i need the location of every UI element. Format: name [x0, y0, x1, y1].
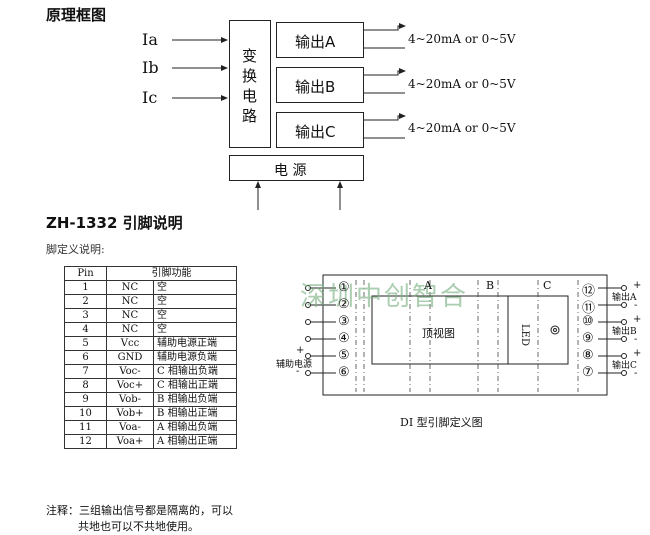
- right-pin-8: ⑧: [582, 348, 594, 363]
- out-a-minus: -: [634, 300, 638, 311]
- zone-label-b: B: [486, 279, 495, 292]
- left-terminal-2: [305, 302, 311, 308]
- output-wire-c: [363, 113, 406, 121]
- converter-box: 变 换 电 路: [229, 20, 271, 148]
- input-label-ia: Ia: [142, 30, 158, 49]
- out-b-plus: +: [633, 314, 642, 325]
- right-pin-11: ⑪: [582, 301, 596, 316]
- out-a-label: 输出A: [612, 293, 637, 303]
- aux-plus: +: [296, 345, 305, 356]
- note-line-1: 注释：三组输出信号都是隔离的，可以: [46, 504, 233, 517]
- pin-function: A 相输出正端: [153, 434, 237, 449]
- out-b-label: 输出B: [612, 327, 637, 337]
- output-wire-b: [363, 68, 406, 76]
- output-box-b: 输出B: [276, 67, 364, 103]
- output-signal-a: 4~20mA or 0~5V: [408, 32, 516, 46]
- converter-char-2: 换: [242, 67, 258, 85]
- out-c-plus: +: [633, 348, 642, 359]
- left-pin-4: ④: [338, 331, 350, 346]
- converter-char-3: 电: [242, 87, 258, 105]
- converter-char-1: 变: [242, 47, 258, 65]
- left-terminal-3: [305, 319, 311, 325]
- right-pin-9: ⑨: [582, 331, 594, 346]
- pin-section-subtitle: 脚定义说明:: [46, 243, 105, 256]
- output-label-b: 输出B: [295, 78, 336, 96]
- pin-section-title: ZH-1332 引脚说明: [46, 214, 183, 232]
- pin-table-header: Pin 引脚功能: [64, 266, 237, 281]
- right-pin-10: ⑩: [582, 314, 594, 329]
- input-label-ib: Ib: [142, 58, 159, 77]
- left-pin-5: ⑤: [338, 348, 350, 363]
- module-outline: [322, 274, 608, 396]
- left-pin-3: ③: [338, 314, 350, 329]
- aux-minus: -: [296, 366, 300, 377]
- left-pin-6: ⑥: [338, 365, 350, 380]
- pinout-caption: DI 型引脚定义图: [400, 416, 483, 429]
- aux-power-label: 辅助电源: [276, 360, 313, 370]
- right-terminal-8: [621, 353, 627, 359]
- left-terminal-1: [305, 285, 311, 291]
- pin-name: Voa+: [106, 434, 154, 449]
- led-label: LED: [519, 324, 530, 346]
- note-line-2: 共地也可以不共地使用。: [78, 520, 199, 533]
- output-box-c: 输出C: [276, 112, 364, 148]
- right-terminal-9: [621, 336, 627, 342]
- zone-label-c: C: [543, 279, 552, 292]
- right-terminal-10: [621, 319, 627, 325]
- block-diagram-wires: [172, 23, 406, 210]
- out-a-plus: +: [633, 280, 642, 291]
- left-terminal-6: [305, 370, 311, 376]
- out-c-minus: -: [634, 368, 638, 379]
- out-b-minus: -: [634, 334, 638, 345]
- output-box-a: 输出A: [276, 22, 364, 58]
- output-label-c: 输出C: [295, 123, 336, 141]
- watermark: 深圳中创智合: [300, 282, 469, 312]
- left-pin-1: ①: [338, 280, 350, 295]
- right-terminal-12: [621, 285, 627, 291]
- input-label-ic: Ic: [142, 88, 158, 107]
- left-pin-2: ②: [338, 297, 350, 312]
- left-terminal-4: [305, 336, 311, 342]
- right-terminal-11: [621, 302, 627, 308]
- top-view-label: 顶视图: [422, 327, 455, 340]
- left-terminal-5: [305, 353, 311, 359]
- output-label-a: 输出A: [295, 33, 336, 51]
- output-wire-a: [363, 23, 406, 31]
- block-diagram-title: 原理框图: [46, 6, 107, 24]
- power-box: 电 源: [229, 155, 364, 181]
- zone-label-a: A: [424, 279, 432, 292]
- output-signal-b: 4~20mA or 0~5V: [408, 77, 516, 91]
- right-pin-7: ⑦: [582, 365, 594, 380]
- converter-char-4: 路: [242, 107, 258, 125]
- power-label: 电 源: [274, 163, 307, 179]
- out-c-label: 输出C: [612, 361, 637, 371]
- output-signal-c: 4~20mA or 0~5V: [408, 121, 516, 135]
- led-icon: [550, 325, 560, 335]
- right-pin-12: ⑫: [582, 284, 596, 299]
- right-terminal-7: [621, 370, 627, 376]
